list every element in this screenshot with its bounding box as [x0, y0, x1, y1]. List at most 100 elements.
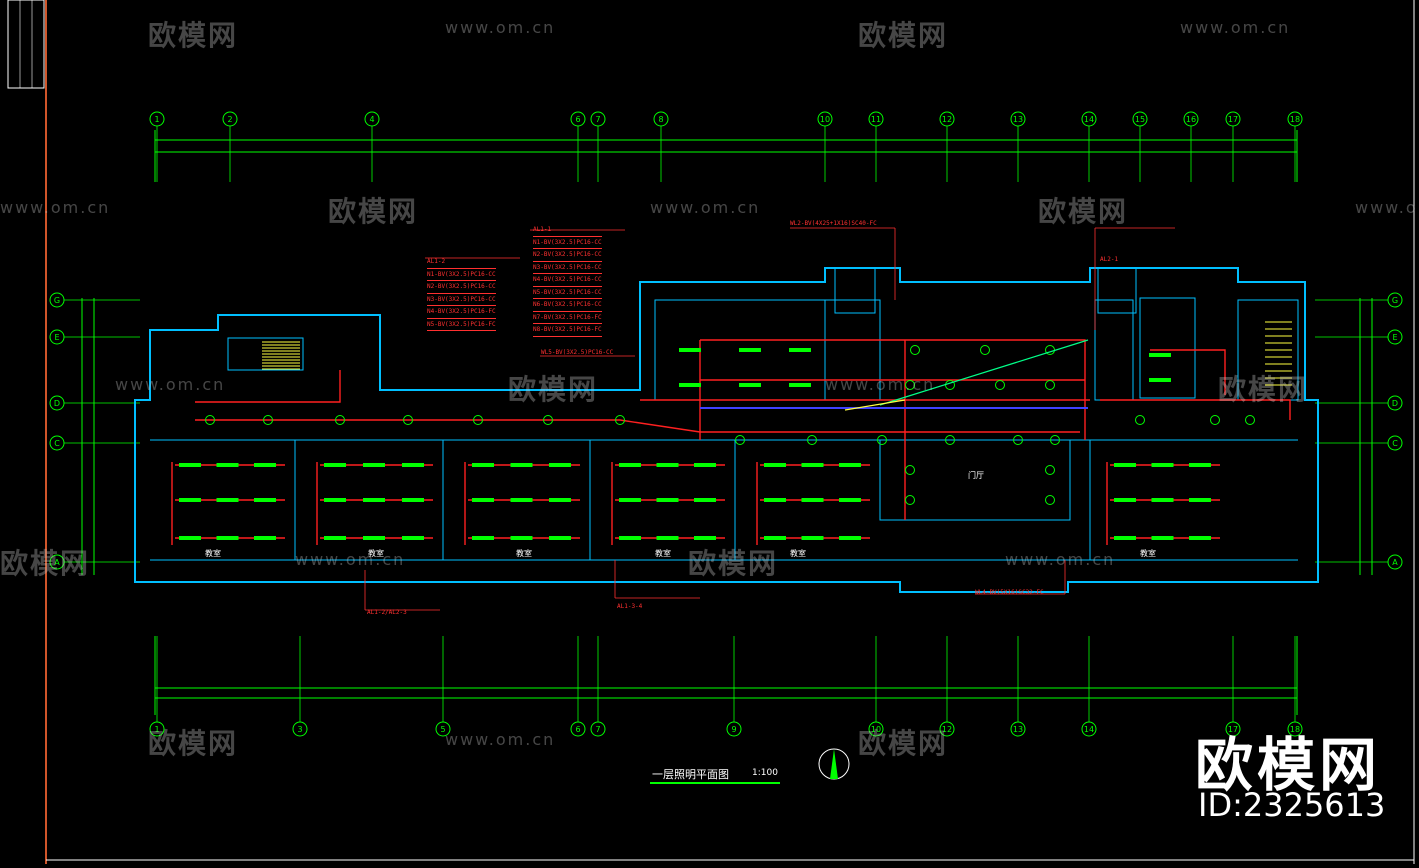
axis-bubble: 14: [1081, 111, 1097, 127]
fluorescent-fixture: [324, 463, 346, 467]
watermark-url: www.om.cn: [1180, 18, 1291, 37]
axis-bubble: C: [49, 435, 65, 451]
fluorescent-fixture: [801, 463, 824, 467]
ceiling-light: [1135, 415, 1145, 425]
fluorescent-fixture: [619, 498, 641, 502]
axis-label: 3: [297, 725, 302, 734]
plan-scale: 1:100: [752, 768, 778, 778]
title-underline: [650, 782, 780, 784]
stair-treads: [262, 321, 1292, 386]
axis-label: 1: [154, 115, 159, 124]
fluorescent-fixture: [1149, 353, 1171, 357]
axis-label: 16: [1186, 115, 1196, 124]
axis-label: 8: [658, 115, 663, 124]
circuit-note-line: N2-BV(3X2.5)PC16-CC: [427, 281, 496, 294]
fluorescent-fixture: [1149, 378, 1171, 382]
watermark-brand: 欧模网: [148, 19, 239, 52]
axis-label: G: [1392, 296, 1398, 305]
watermark-brand: 欧模网: [858, 727, 949, 760]
axis-bubble: 5: [435, 721, 451, 737]
fluorescent-fixture: [1114, 498, 1136, 502]
axis-label: 12: [942, 115, 952, 124]
axis-bubble: G: [1387, 292, 1403, 308]
axis-label: 4: [369, 115, 374, 124]
watermark-url: www.om.cn: [445, 18, 556, 37]
axis-bubble: C: [1387, 435, 1403, 451]
fluorescent-fixture: [324, 536, 346, 540]
axis-label: 14: [1084, 725, 1094, 734]
fluorescent-fixture: [472, 463, 494, 467]
watermark-brand: 欧模网: [1038, 195, 1129, 228]
circuit-note-line: N5-BV(3X2.5)PC16-CC: [533, 287, 602, 299]
room-label: 门厅: [968, 471, 984, 480]
fluorescent-fixture: [1189, 463, 1211, 467]
fluorescent-fixture: [402, 498, 424, 502]
watermark-brand: 欧模网: [688, 547, 779, 580]
axis-bubble: 4: [364, 111, 380, 127]
axis-bubble: 15: [1132, 111, 1148, 127]
fluorescent-fixture: [679, 383, 701, 387]
fluorescent-fixture: [1114, 536, 1136, 540]
axis-bubble: 3: [292, 721, 308, 737]
ceiling-light: [910, 345, 920, 355]
fluorescent-fixture: [216, 536, 239, 540]
yellow-feed-line: [844, 399, 906, 411]
axis-bubble: D: [49, 395, 65, 411]
watermark-brand: 欧模网: [328, 195, 419, 228]
room-label: 教室: [790, 549, 806, 558]
watermark-url: www.om.cn: [1355, 198, 1419, 217]
fluorescent-fixture: [1151, 463, 1174, 467]
building-walls: [134, 267, 1319, 593]
feed-note-5: AL1-3-4: [617, 603, 643, 610]
ceiling-light: [473, 415, 483, 425]
circuit-note-line: N8-BV(3X2.5)PC16-FC: [533, 324, 602, 337]
north-arrow-icon: [818, 748, 850, 780]
circuit-note-line: N4-BV(3X2.5)PC16-FC: [427, 306, 496, 319]
axis-bubble: 8: [653, 111, 669, 127]
circuit-note-line: AL1-1: [533, 224, 602, 237]
ceiling-light: [1045, 380, 1055, 390]
fluorescent-fixture: [656, 498, 679, 502]
fluorescent-fixture: [363, 498, 385, 502]
fluorescent-fixture: [179, 463, 201, 467]
feed-note-3: AL1-2/AL2-3: [367, 609, 407, 616]
note-leaders: [364, 227, 1175, 611]
axis-bubble: D: [1387, 395, 1403, 411]
fluorescent-fixture: [254, 536, 276, 540]
circuit-note-line: N5-BV(3X2.5)PC16-FC: [427, 319, 496, 331]
axis-bubble: 11: [868, 111, 884, 127]
fluorescent-fixture: [656, 536, 679, 540]
circuit-note-line: N4-BV(3X2.5)PC16-CC: [533, 274, 602, 287]
fluorescent-fixture: [789, 383, 811, 387]
asset-id: ID:2325613: [1198, 786, 1386, 824]
ceiling-light: [877, 435, 887, 445]
fluorescent-fixture: [764, 536, 786, 540]
ceiling-light: [1013, 435, 1023, 445]
ceiling-light: [735, 435, 745, 445]
circuit-note-line: N1-BV(3X2.5)PC16-CC: [427, 269, 496, 281]
axis-bubble: 10: [868, 721, 884, 737]
axis-bubble: 14: [1081, 721, 1097, 737]
fluorescent-fixture: [764, 498, 786, 502]
watermark-brand: 欧模网: [0, 547, 91, 580]
watermark-url: www.om.cn: [115, 375, 226, 394]
fluorescent-fixture: [510, 498, 533, 502]
ceiling-light: [1045, 495, 1055, 505]
circuit-note-line: N7-BV(3X2.5)PC16-FC: [533, 312, 602, 324]
lighting-circuits: [171, 339, 1291, 545]
fluorescent-fixture: [324, 498, 346, 502]
fluorescent-fixture: [1114, 463, 1136, 467]
room-label: 教室: [516, 549, 532, 558]
fluorescent-fixture: [789, 348, 811, 352]
axis-bubble: 2: [222, 111, 238, 127]
circuit-note-line: N6-BV(3X2.5)PC16-CC: [533, 299, 602, 312]
fluorescent-fixture: [472, 498, 494, 502]
axis-bubble: 17: [1225, 111, 1241, 127]
bottom-dimension-lines: [154, 636, 1298, 715]
side-dimension-lines: [81, 298, 1373, 575]
watermark-url: www.om.cn: [650, 198, 761, 217]
axis-label: 11: [871, 115, 881, 124]
fluorescent-fixture: [1189, 498, 1211, 502]
